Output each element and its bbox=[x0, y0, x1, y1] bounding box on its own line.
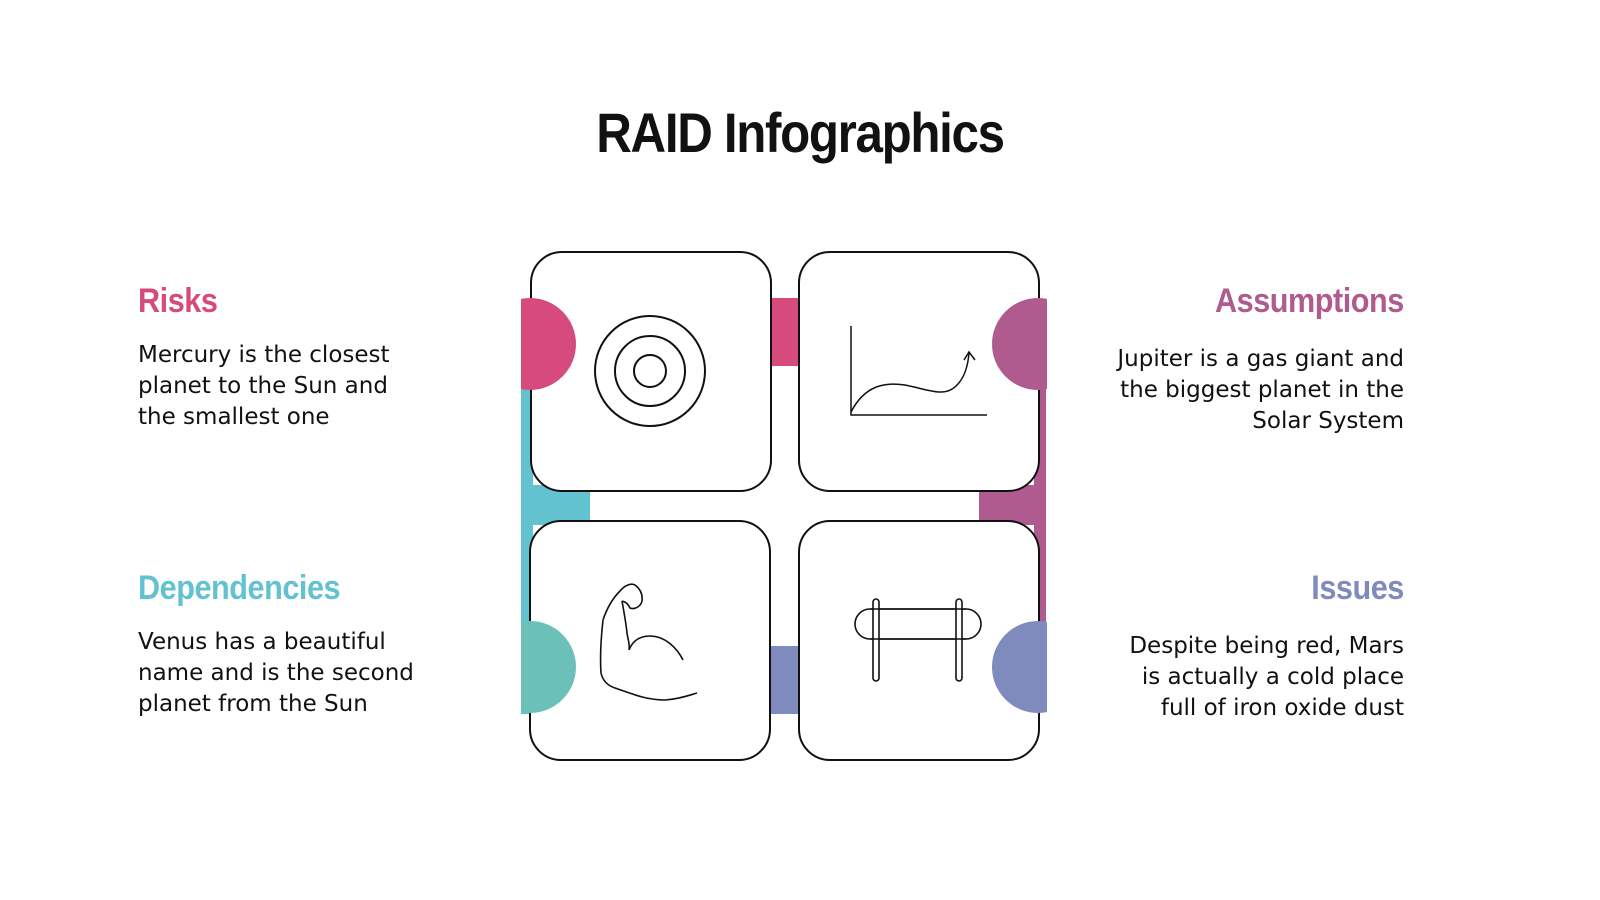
risks-line: planet to the Sun and bbox=[138, 373, 388, 399]
issues-half-circle bbox=[992, 621, 1047, 713]
hurdle-icon bbox=[854, 598, 982, 682]
risks-heading: Risks bbox=[138, 282, 218, 320]
issues-connector-bar bbox=[765, 646, 803, 714]
dependencies-description: Venus has a beautiful name and is the se… bbox=[138, 627, 414, 720]
assumptions-description: Jupiter is a gas giant and the biggest p… bbox=[1117, 344, 1404, 437]
dependencies-heading: Dependencies bbox=[138, 569, 341, 607]
dependencies-card bbox=[529, 520, 771, 761]
page-title: RAID Infographics bbox=[596, 101, 1005, 164]
dependencies-line: name and is the second bbox=[138, 660, 414, 686]
assumptions-line: Solar System bbox=[1252, 408, 1404, 434]
risks-card bbox=[530, 251, 772, 492]
issues-line: is actually a cold place bbox=[1141, 664, 1404, 690]
risks-line: Mercury is the closest bbox=[138, 342, 390, 368]
risks-line: the smallest one bbox=[138, 404, 330, 430]
risks-description: Mercury is the closest planet to the Sun… bbox=[138, 340, 390, 433]
assumptions-line: the biggest planet in the bbox=[1120, 377, 1404, 403]
risks-half-circle bbox=[521, 298, 576, 390]
growth-chart-icon bbox=[850, 326, 987, 416]
dependencies-line: planet from the Sun bbox=[138, 691, 368, 717]
target-icon bbox=[594, 315, 706, 427]
issues-description: Despite being red, Mars is actually a co… bbox=[1129, 631, 1404, 724]
assumptions-line: Jupiter is a gas giant and bbox=[1117, 346, 1404, 372]
dependencies-half-circle bbox=[521, 621, 576, 713]
issues-heading: Issues bbox=[1311, 569, 1404, 607]
assumptions-heading: Assumptions bbox=[1215, 282, 1404, 320]
dependencies-line: Venus has a beautiful bbox=[138, 629, 386, 655]
issues-line: full of iron oxide dust bbox=[1160, 695, 1404, 721]
flexed-bicep-icon bbox=[599, 583, 698, 701]
issues-line: Despite being red, Mars bbox=[1129, 633, 1404, 659]
assumptions-half-circle bbox=[992, 298, 1047, 390]
